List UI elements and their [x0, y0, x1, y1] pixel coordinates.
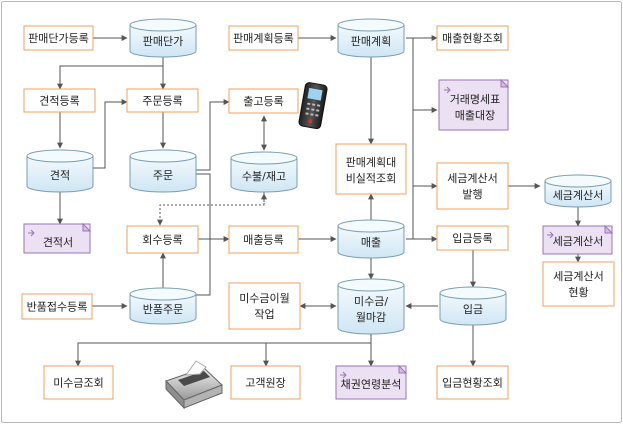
- node-order-reg: 주문등록: [126, 88, 199, 113]
- doc-estimate-label: 견적서: [43, 236, 73, 249]
- store-sales-price: 판매단가: [129, 18, 197, 58]
- store-return-order: 반품주문: [129, 287, 197, 325]
- node-plan-vs-actual-label-2: 비실적조회: [346, 172, 397, 185]
- node-shipping-reg: 출고등록: [228, 88, 299, 114]
- doc-tax-invoice-label: 세금계산서: [553, 235, 604, 248]
- node-receivable-query: 미수금조회: [43, 365, 114, 400]
- node-tax-issue: 세금계산서 발행: [436, 162, 509, 210]
- node-sales-reg: 매출등록: [228, 225, 299, 254]
- node-deposit-reg: 입금등록: [436, 225, 509, 251]
- node-sales-status-query-label: 매출현황조회: [442, 32, 503, 45]
- store-receivable: 미수금/ 월마감: [337, 278, 405, 335]
- process-boxes: 판매단가등록 판매계획등록 매출현황조회 견적등록 주문등록 출고등록 판매계획…: [21, 25, 615, 400]
- store-sales-price-label: 판매단가: [143, 35, 183, 48]
- store-sales-plan-label: 판매계획: [351, 35, 391, 48]
- node-receivable-query-label: 미수금조회: [53, 377, 104, 390]
- doc-bond-aging: 채권연령분석: [335, 364, 408, 400]
- store-estimate: 견적: [26, 149, 94, 193]
- node-sales-plan-reg-label: 판매계획등록: [233, 32, 294, 45]
- doc-bond-aging-label: 채권연령분석: [341, 378, 402, 391]
- node-estimate-reg: 견적등록: [23, 88, 96, 113]
- node-tax-issue-label-2: 발행: [462, 188, 482, 201]
- printer-icon: [165, 360, 223, 410]
- node-carryover: 미수금이월 작업: [228, 282, 301, 330]
- node-carryover-label-2: 작업: [254, 308, 274, 321]
- data-stores: 판매단가 판매계획 견적 주문 수불/재고 세금계산서: [26, 18, 612, 335]
- handheld-terminal-icon: [298, 82, 328, 130]
- store-sales: 매출: [337, 219, 405, 259]
- node-customer-ledger-label: 고객원장: [245, 377, 285, 390]
- store-sales-label: 매출: [361, 236, 381, 249]
- store-inout-label: 수불/재고: [242, 170, 286, 183]
- doc-statement-label-2: 매출대장: [455, 109, 495, 122]
- node-deposit-status-query: 입금현황조회: [436, 365, 509, 400]
- store-deposit: 입금: [439, 286, 507, 326]
- documents: 거래명세표 매출대장 견적서 세금계산서 채권연령분석: [23, 78, 614, 400]
- node-collection-reg-label: 회수등록: [142, 234, 182, 247]
- node-sales-price-reg: 판매단가등록: [23, 25, 94, 51]
- node-sales-reg-label: 매출등록: [243, 234, 283, 247]
- doc-statement: 거래명세표 매출대장: [438, 78, 510, 131]
- store-estimate-label: 견적: [50, 169, 70, 182]
- node-tax-issue-label-1: 세금계산서: [447, 172, 498, 185]
- node-tax-status-label-1: 세금계산서: [553, 270, 604, 283]
- node-sales-price-reg-label: 판매단가등록: [28, 32, 89, 45]
- node-estimate-reg-label: 견적등록: [39, 95, 79, 108]
- node-tax-status-label-2: 현황: [568, 286, 588, 299]
- node-tax-status: 세금계산서 현황: [542, 261, 615, 307]
- node-sales-plan-reg: 판매계획등록: [228, 25, 299, 51]
- node-order-reg-label: 주문등록: [142, 95, 182, 108]
- node-deposit-reg-label: 입금등록: [452, 232, 492, 245]
- node-return-reg: 반품접수등록: [21, 293, 93, 320]
- store-sales-plan: 판매계획: [337, 18, 405, 58]
- node-customer-ledger: 고객원장: [230, 365, 301, 400]
- store-tax-invoice: 세금계산서: [544, 174, 612, 208]
- connectors: [57, 35, 581, 367]
- node-return-reg-label: 반품접수등록: [27, 301, 88, 314]
- node-plan-vs-actual-label-1: 판매계획대: [346, 156, 397, 169]
- store-tax-invoice-label: 세금계산서: [553, 189, 604, 202]
- store-order-label: 주문: [153, 169, 173, 182]
- node-carryover-label-1: 미수금이월: [239, 292, 290, 305]
- store-inout: 수불/재고: [230, 151, 298, 193]
- doc-statement-label-1: 거래명세표: [450, 93, 501, 106]
- node-collection-reg: 회수등록: [126, 225, 199, 254]
- store-order: 주문: [129, 149, 197, 193]
- node-deposit-status-query-label: 입금현황조회: [442, 377, 503, 390]
- node-shipping-reg-label: 출고등록: [243, 95, 283, 108]
- store-receivable-label-2: 월마감: [356, 311, 386, 324]
- store-return-order-label: 반품주문: [143, 303, 183, 316]
- store-receivable-label-1: 미수금/: [354, 295, 388, 308]
- doc-estimate: 견적서: [23, 222, 92, 254]
- node-plan-vs-actual: 판매계획대 비실적조회: [335, 143, 407, 195]
- store-deposit-label: 입금: [463, 303, 483, 316]
- doc-tax-invoice: 세금계산서: [542, 224, 614, 255]
- node-sales-status-query: 매출현황조회: [436, 25, 509, 51]
